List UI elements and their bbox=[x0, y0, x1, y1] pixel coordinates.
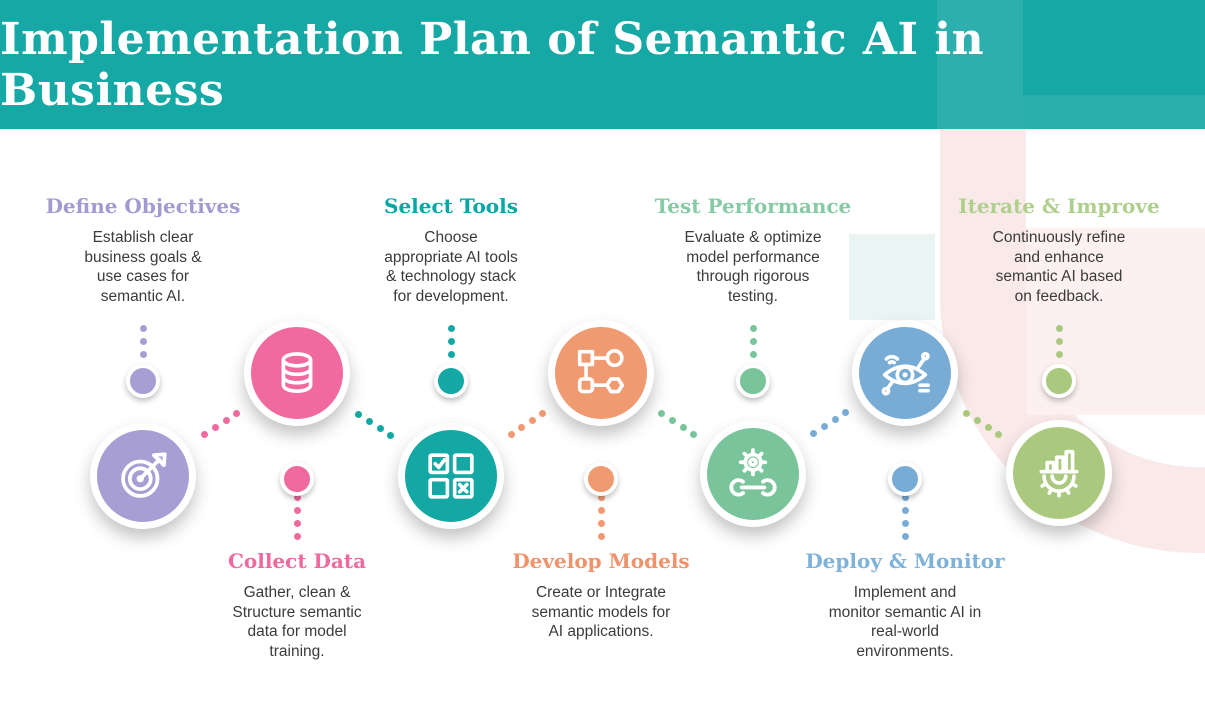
connector-dot bbox=[749, 337, 757, 345]
connector-dot bbox=[211, 424, 219, 432]
step-title: Iterate & Improve bbox=[958, 194, 1160, 218]
connector-dot bbox=[831, 415, 839, 423]
flowchart-icon bbox=[577, 348, 625, 394]
connector-dot bbox=[365, 417, 373, 425]
timeline-node bbox=[1042, 364, 1076, 398]
step-block-develop-models: Develop Models Create or Integrate seman… bbox=[491, 549, 711, 642]
connector-dot bbox=[901, 493, 909, 501]
timeline-node bbox=[584, 462, 618, 496]
step-icon-circle bbox=[244, 320, 350, 426]
connector-dot bbox=[668, 416, 676, 424]
connector-dot bbox=[597, 519, 605, 527]
eye-monitor-icon bbox=[881, 351, 930, 396]
step-title: Collect Data bbox=[227, 549, 367, 573]
connector-dot bbox=[690, 431, 698, 439]
page-title: Implementation Plan of Semantic AI in Bu… bbox=[0, 13, 985, 116]
connector-dot bbox=[597, 532, 605, 540]
connector-dot bbox=[518, 424, 525, 432]
connector-dot bbox=[139, 350, 147, 358]
connector-dot bbox=[447, 324, 455, 332]
connector-dot bbox=[658, 409, 666, 417]
connector-dot bbox=[387, 432, 395, 440]
connector-dot bbox=[293, 519, 301, 527]
step-icon-circle bbox=[90, 423, 196, 529]
connector-dot bbox=[984, 423, 992, 431]
connector-dot bbox=[507, 431, 515, 439]
step-block-deploy-monitor: Deploy & Monitor Implement and monitor s… bbox=[795, 549, 1015, 661]
step-title: Test Performance bbox=[654, 194, 852, 218]
timeline-node bbox=[888, 462, 922, 496]
connector-dot bbox=[222, 416, 230, 424]
connector-dot bbox=[139, 324, 147, 332]
step-description: Choose appropriate AI tools & technology… bbox=[384, 229, 518, 305]
connector-dot bbox=[293, 532, 301, 540]
step-description: Implement and monitor semantic AI in rea… bbox=[828, 584, 982, 660]
connector-dot bbox=[1055, 324, 1063, 332]
header-bar: Implementation Plan of Semantic AI in Bu… bbox=[0, 0, 1205, 129]
connector-dot bbox=[293, 506, 301, 514]
checklist-icon bbox=[428, 453, 474, 499]
step-description: Create or Integrate semantic models for … bbox=[531, 584, 671, 640]
connector-dot bbox=[201, 431, 209, 439]
step-title: Develop Models bbox=[512, 549, 690, 573]
connector-dot bbox=[901, 532, 909, 540]
connector-dot bbox=[749, 324, 757, 332]
connector-dot bbox=[901, 506, 909, 514]
connector-dot bbox=[901, 519, 909, 527]
step-icon-circle bbox=[548, 320, 654, 426]
step-description: Gather, clean & Structure semantic data … bbox=[232, 584, 362, 660]
timeline-node bbox=[126, 364, 160, 398]
connector-dot bbox=[355, 410, 363, 418]
connector-dot bbox=[139, 337, 147, 345]
connector-dot bbox=[447, 350, 455, 358]
connector-dot bbox=[963, 409, 971, 417]
step-title: Define Objectives bbox=[45, 194, 241, 218]
step-description: Continuously refine and enhance semantic… bbox=[992, 229, 1126, 305]
connector-dot bbox=[597, 506, 605, 514]
connector-dot bbox=[995, 430, 1003, 438]
connector-dot bbox=[447, 337, 455, 345]
connector-dot bbox=[820, 423, 828, 431]
target-icon bbox=[121, 452, 167, 498]
connector-dot bbox=[233, 409, 241, 417]
connector-dot bbox=[528, 416, 536, 424]
header-square-decor bbox=[937, 0, 1023, 129]
step-icon-circle bbox=[852, 320, 958, 426]
step-description: Evaluate & optimize model performance th… bbox=[684, 229, 822, 305]
timeline-node bbox=[434, 364, 468, 398]
timeline-node bbox=[280, 462, 314, 496]
header-strip-decor bbox=[1023, 95, 1205, 129]
pink-swoosh-ext-decor bbox=[1195, 467, 1205, 553]
connector-dot bbox=[597, 493, 605, 501]
step-block-define-objectives: Define Objectives Establish clear busine… bbox=[33, 194, 253, 306]
connector-dot bbox=[1055, 350, 1063, 358]
connector-dot bbox=[749, 350, 757, 358]
connector-dot bbox=[376, 425, 384, 433]
step-block-test-performance: Test Performance Evaluate & optimize mod… bbox=[643, 194, 863, 306]
step-block-collect-data: Collect Data Gather, clean & Structure s… bbox=[187, 549, 407, 661]
connector-dot bbox=[842, 408, 850, 416]
step-icon-circle bbox=[700, 421, 806, 527]
database-icon bbox=[281, 352, 313, 393]
timeline-node bbox=[736, 364, 770, 398]
connector-dot bbox=[539, 409, 546, 417]
pink-swoosh-band-decor bbox=[940, 129, 1026, 299]
connector-dot bbox=[810, 430, 818, 438]
step-title: Select Tools bbox=[384, 194, 518, 218]
connector-dot bbox=[293, 493, 301, 501]
connector-dot bbox=[1055, 337, 1063, 345]
gear-wrench-icon bbox=[729, 448, 777, 497]
step-title: Deploy & Monitor bbox=[805, 549, 1005, 573]
connector-dot bbox=[679, 424, 687, 432]
step-icon-circle bbox=[398, 423, 504, 529]
step-block-iterate-improve: Iterate & Improve Continuously refine an… bbox=[949, 194, 1169, 306]
step-description: Establish clear business goals & use cas… bbox=[84, 229, 202, 305]
step-icon-circle bbox=[1006, 420, 1112, 526]
connector-dot bbox=[973, 416, 981, 424]
chart-gear-icon bbox=[1039, 449, 1079, 498]
step-block-select-tools: Select Tools Choose appropriate AI tools… bbox=[341, 194, 561, 306]
teal-square-decor bbox=[849, 234, 935, 320]
